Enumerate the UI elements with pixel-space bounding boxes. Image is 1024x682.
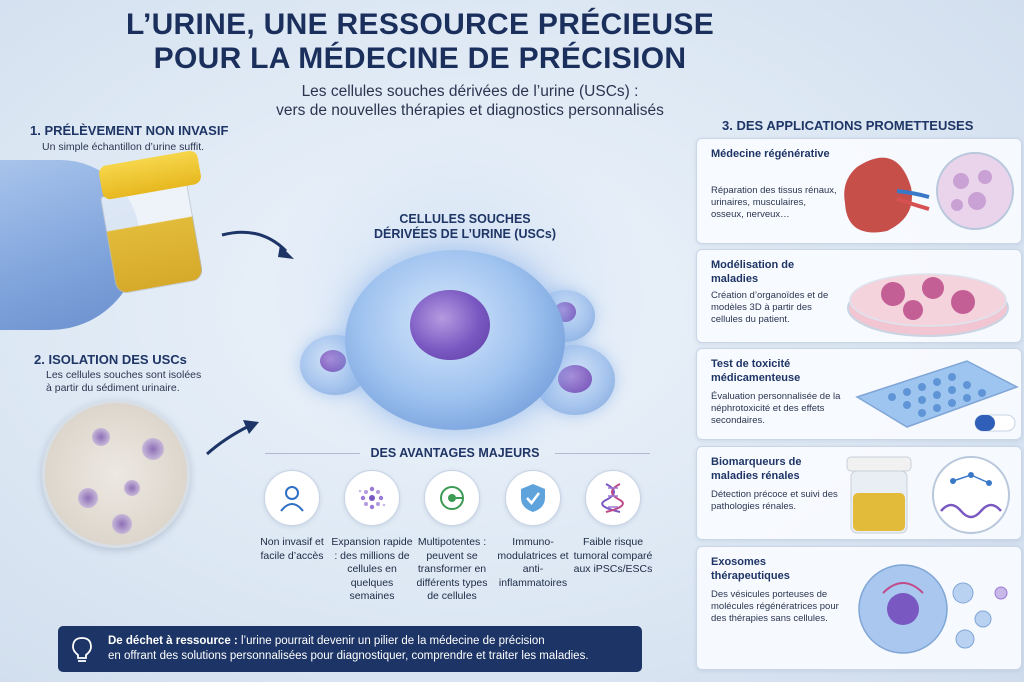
banner-line-1: l’urine pourrait devenir un pilier de la… (237, 635, 545, 647)
well-plate-icon (855, 360, 1019, 432)
advantage-text: Non invasif et facile d’accès (260, 536, 324, 562)
title-line-2: POUR LA MÉDECINE DE PRÉCISION (153, 42, 687, 75)
application-card: Biomarqueurs de maladies rénales Détecti… (696, 446, 1022, 540)
title-line-1: L’URINE, UNE RESSOURCE PRÉCIEUSE (125, 8, 715, 41)
arrow-right-icon (206, 420, 259, 456)
arrow-right-icon (221, 230, 294, 259)
card-title: Biomarqueurs de maladies rénales (711, 456, 802, 482)
differentiation-icon (440, 486, 464, 510)
banner-line-2: en offrant des solutions personnalisées … (108, 650, 589, 662)
card-title: Exosomes thérapeutiques (711, 556, 790, 582)
advantage-text: Expansion rapide : des millions de cellu… (331, 536, 413, 602)
advantage-icon-wrap (264, 470, 320, 526)
application-card: Modélisation de maladies Création d’orga… (696, 249, 1022, 343)
kidney-icon (844, 152, 1014, 233)
usc-label-line-2: DÉRIVÉES DE L’URINE (USCs) (374, 227, 556, 241)
subtitle-line-1: Les cellules souches dérivées de l’urine… (301, 83, 639, 100)
banner-icon-wrap (58, 626, 106, 672)
urine-cup-icon (846, 456, 1010, 534)
small-cell-nucleus (558, 365, 592, 393)
advantage-text: Faible risque tumoral comparé aux iPSCs/… (573, 536, 653, 575)
page-title: L’URINE, UNE RESSOURCE PRÉCIEUSE POUR LA… (110, 8, 730, 76)
divider (265, 453, 360, 454)
step2-text: Les cellules souches sont isolées à part… (46, 369, 201, 395)
step2-text-line-1: Les cellules souches sont isolées (46, 369, 202, 381)
step2-title: 2. ISOLATION DES USCs (34, 352, 187, 367)
advantage-icon-wrap (585, 470, 641, 526)
exosome-icon (858, 564, 1008, 654)
application-card: Exosomes thérapeutiques Des vésicules po… (696, 546, 1022, 670)
step2-text-line-2: à partir du sédiment urinaire. (46, 382, 180, 394)
advantages-title: DES AVANTAGES MAJEURS (370, 446, 540, 460)
main-cell-nucleus (410, 290, 490, 360)
divider (555, 453, 650, 454)
cells-dots-icon (358, 486, 386, 510)
card-text: Évaluation personnalisée de la néphrotox… (711, 391, 841, 426)
cell-colony (78, 488, 98, 508)
lightbulb-icon (72, 637, 92, 662)
advantage-icon-wrap (505, 470, 561, 526)
step1-text: Un simple échantillon d’urine suffit. (42, 141, 205, 153)
application-card: Test de toxicité médicamenteuse Évaluati… (696, 348, 1022, 440)
cell-colony (124, 480, 140, 496)
advantage-text: Immuno-modulatrices et anti-inflammatoir… (497, 536, 569, 589)
small-cell-nucleus (320, 350, 346, 372)
application-card: Médecine régénérative Réparation des tis… (696, 138, 1022, 244)
cell-colony (112, 514, 132, 534)
person-icon (280, 486, 304, 512)
usc-label: CELLULES SOUCHES DÉRIVÉES DE L’URINE (US… (365, 212, 565, 242)
page-subtitle: Les cellules souches dérivées de l’urine… (180, 82, 760, 120)
card-title: Médecine régénérative (711, 148, 830, 160)
card-title: Test de toxicité médicamenteuse (711, 358, 801, 384)
card-title: Modélisation de maladies (711, 259, 795, 285)
cell-colony (92, 428, 110, 446)
advantage-text: Multipotentes : peuvent se transformer e… (416, 536, 488, 602)
applications-title: 3. DES APPLICATIONS PROMETTEUSES (722, 118, 974, 133)
conclusion-banner: De déchet à ressource : l’urine pourrait… (58, 626, 642, 672)
advantage-icon-wrap (344, 470, 400, 526)
dna-icon (601, 483, 624, 513)
banner-bold: De déchet à ressource : (108, 635, 238, 647)
card-text: Détection précoce et suivi des pathologi… (711, 489, 838, 512)
usc-label-line-1: CELLULES SOUCHES (399, 212, 531, 226)
shield-check-icon (521, 484, 545, 512)
cell-colony (142, 438, 164, 460)
petri-dish-icon (847, 273, 1009, 337)
card-text: Des vésicules porteuses de molécules rég… (711, 589, 839, 624)
subtitle-line-2: vers de nouvelles thérapies et diagnosti… (276, 102, 664, 119)
card-text: Réparation des tissus rénaux, urinaires,… (711, 185, 837, 220)
banner-text: De déchet à ressource : l’urine pourrait… (106, 634, 589, 664)
card-text: Création d’organoïdes et de modèles 3D à… (711, 290, 829, 325)
step1-title: 1. PRÉLÈVEMENT NON INVASIF (30, 123, 229, 138)
advantage-icon-wrap (424, 470, 480, 526)
